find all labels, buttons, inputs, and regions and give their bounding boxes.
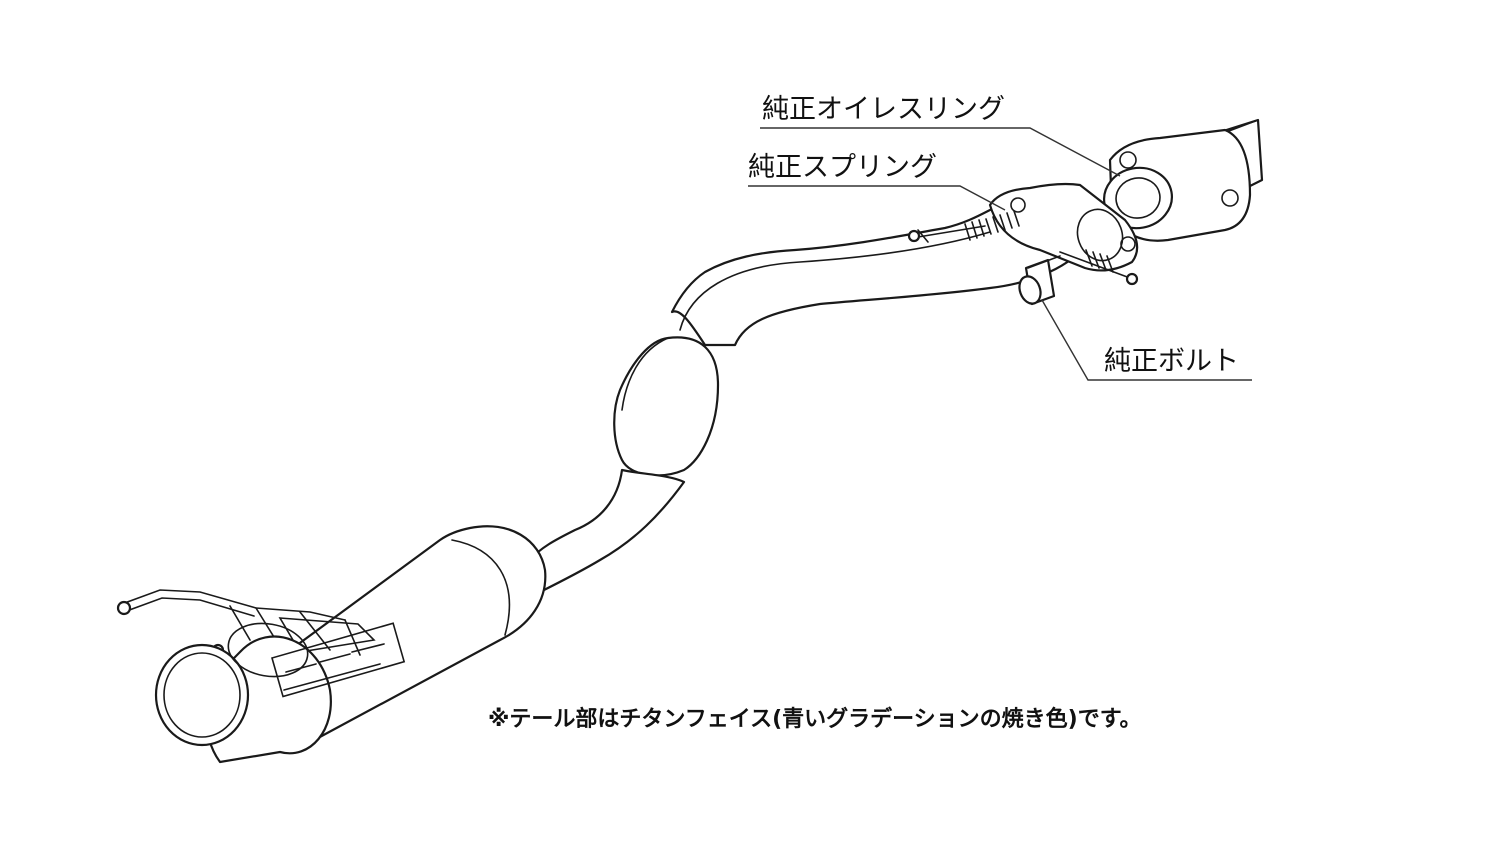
tail-hanger xyxy=(116,589,376,657)
label-spring: 純正スプリング xyxy=(748,152,937,183)
resonator xyxy=(613,336,720,477)
oil-ring xyxy=(1103,166,1173,230)
spring-left xyxy=(907,210,1020,243)
downstream-flange xyxy=(988,182,1139,272)
mid-pipe xyxy=(528,468,686,594)
bolt xyxy=(1018,255,1061,306)
leader-bolt xyxy=(1041,299,1252,381)
front-pipe xyxy=(670,202,1097,347)
leader-spring xyxy=(748,185,1006,211)
note-tail: ※テール部はチタンフェイス(青いグラデーションの焼き色)です。 xyxy=(488,706,1142,732)
spring-right xyxy=(1059,249,1139,286)
tail-tip xyxy=(154,622,309,747)
leader-oil-ring xyxy=(760,127,1121,177)
label-bolt: 純正ボルト xyxy=(1104,346,1239,377)
label-oil-ring: 純正オイレスリング xyxy=(762,94,1005,125)
